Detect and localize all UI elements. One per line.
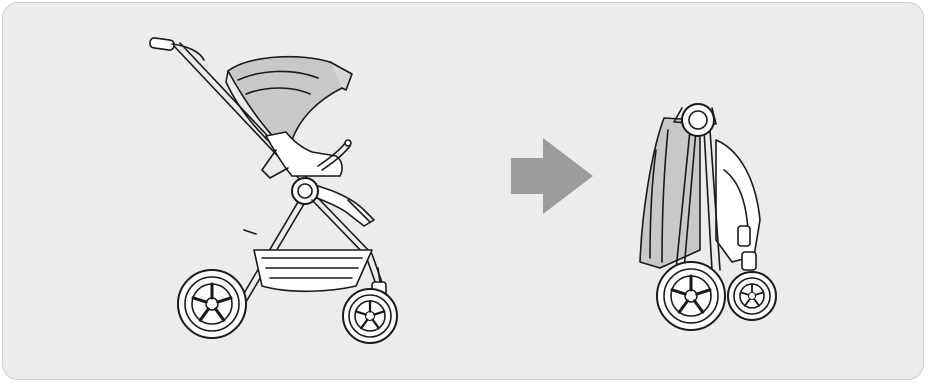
unfolded-stroller [149,37,397,343]
seat [262,132,374,226]
fold-hinge [292,178,318,204]
folded-hinge [682,104,714,136]
rear-wheel [178,270,246,338]
front-wheel [343,289,397,343]
folded-stroller [640,104,776,330]
fold-arrow [511,138,593,214]
shopping-basket [244,230,372,291]
folded-rear-wheel [657,262,725,330]
folded-front-wheel [728,272,776,320]
